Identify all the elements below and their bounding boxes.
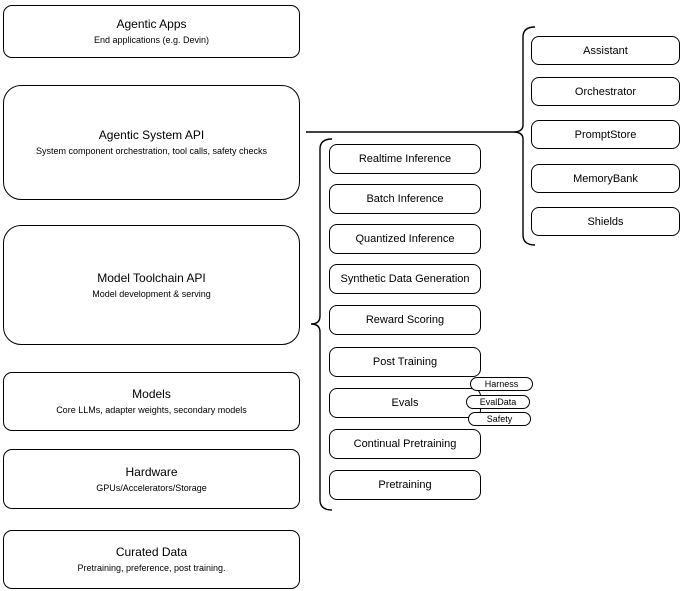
node-synthetic-data-generation: Synthetic Data Generation [329, 264, 481, 294]
node-batch-inference: Batch Inference [329, 184, 481, 214]
node-label: Reward Scoring [365, 314, 445, 326]
pill-evaldata: EvalData [466, 395, 530, 409]
node-continual-pretraining: Continual Pretraining [329, 429, 481, 459]
node-subtitle: System component orchestration, tool cal… [35, 146, 268, 156]
node-evals: Evals [329, 388, 481, 418]
pill-harness: Harness [470, 377, 533, 391]
node-memorybank: MemoryBank [531, 164, 680, 193]
pill-label: Harness [484, 379, 519, 389]
pill-safety: Safety [468, 412, 531, 426]
node-reward-scoring: Reward Scoring [329, 305, 481, 335]
node-title: Agentic System API [98, 128, 205, 142]
node-model-toolchain-api: Model Toolchain API Model development & … [3, 225, 300, 345]
node-subtitle: Core LLMs, adapter weights, secondary mo… [56, 405, 247, 415]
node-label: Quantized Inference [355, 233, 455, 245]
node-shields: Shields [531, 207, 680, 236]
node-label: Shields [587, 215, 624, 228]
node-assistant: Assistant [531, 36, 680, 65]
node-subtitle: GPUs/Accelerators/Storage [96, 482, 207, 493]
node-subtitle: End applications (e.g. Devin) [93, 35, 210, 45]
node-label: PromptStore [574, 128, 637, 141]
node-subtitle: Model development & serving [92, 288, 211, 299]
node-promptstore: PromptStore [531, 120, 680, 149]
node-title: Curated Data [115, 545, 188, 559]
node-label: Continual Pretraining [353, 438, 457, 450]
node-agentic-apps: Agentic Apps End applications (e.g. Devi… [3, 5, 300, 58]
node-label: Post Training [372, 356, 438, 368]
node-title: Models [132, 387, 171, 401]
node-label: Realtime Inference [358, 153, 452, 165]
node-label: MemoryBank [573, 172, 638, 185]
node-label: Pretraining [378, 479, 432, 491]
node-quantized-inference: Quantized Inference [329, 224, 481, 254]
node-title: Agentic Apps [116, 17, 187, 31]
node-label: Orchestrator [574, 85, 637, 98]
node-pretraining: Pretraining [329, 470, 481, 500]
node-label: Synthetic Data Generation [340, 273, 470, 285]
node-title: Model Toolchain API [97, 270, 206, 285]
node-orchestrator: Orchestrator [531, 77, 680, 106]
node-post-training: Post Training [329, 347, 481, 377]
node-agentic-system-api: Agentic System API System component orch… [3, 85, 300, 200]
node-label: Assistant [583, 44, 628, 57]
node-label: Batch Inference [366, 193, 444, 205]
node-realtime-inference: Realtime Inference [329, 144, 481, 174]
node-subtitle: Pretraining, preference, post training. [77, 563, 226, 573]
node-title: Hardware [125, 464, 178, 479]
node-curated-data: Curated Data Pretraining, preference, po… [3, 530, 300, 589]
pill-label: Safety [486, 414, 513, 424]
node-label: Evals [391, 397, 419, 409]
pill-label: EvalData [479, 397, 517, 407]
node-hardware: Hardware GPUs/Accelerators/Storage [3, 449, 300, 509]
node-models: Models Core LLMs, adapter weights, secon… [3, 372, 300, 431]
